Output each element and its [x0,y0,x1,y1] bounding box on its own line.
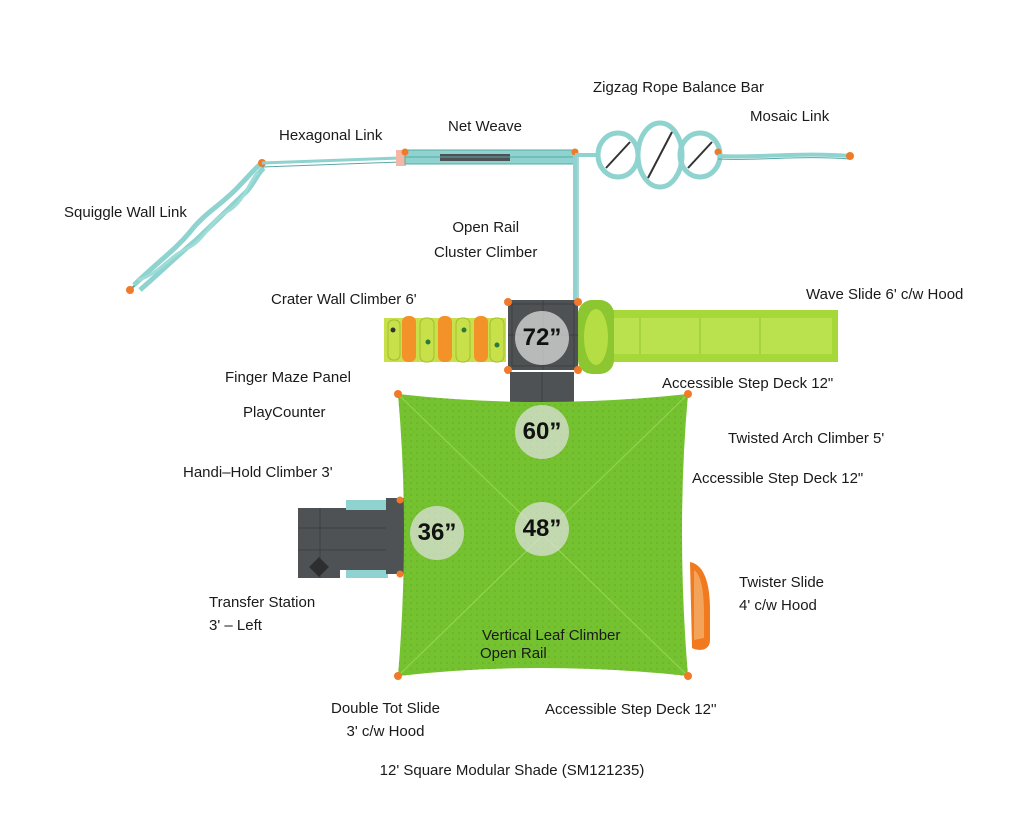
height-60-badge: 60” [515,405,569,459]
label-transfer-station-line2: 3' – Left [209,617,262,634]
label-accessible-step-deck-3: Accessible Step Deck 12'' [545,701,717,718]
label-twister-slide-line1: Twister Slide [739,574,825,591]
label-mosaic-link: Mosaic Link [750,108,830,125]
mosaic-link [717,152,854,160]
label-transfer-station-line1: Transfer Station [209,594,316,611]
net-weave [396,148,579,166]
hexagonal-link [261,155,404,168]
label-twister-slide-line2: 4' c/w Hood [739,597,817,614]
label-twisted-arch-climber: Twisted Arch Climber 5' [728,430,885,447]
label-playcounter: PlayCounter [243,404,326,421]
step-deck-connector [510,372,574,402]
label-zigzag-rope-balance-bar: Zigzag Rope Balance Bar [593,79,764,96]
label-double-tot-slide: Double Tot Slide 3' c/w Hood [331,700,440,741]
label-accessible-step-deck-2: Accessible Step Deck 12" [692,470,864,487]
label-crater-wall-climber: Crater Wall Climber 6' [271,291,417,308]
open-rail [573,155,579,305]
label-wave-slide: Wave Slide 6' c/w Hood [806,286,964,303]
label-hexagonal-link: Hexagonal Link [279,127,383,144]
crater-wall-climber [384,316,506,363]
label-twister-slide: Twister Slide 4' c/w Hood [739,574,824,615]
twister-slide [690,562,710,650]
label-double-tot-slide-line1: Double Tot Slide [331,700,440,717]
transfer-station [298,496,404,578]
label-double-tot-slide-line2: 3' c/w Hood [346,723,425,740]
label-transfer-station: Transfer Station 3' – Left [209,594,315,635]
label-open-rail: Open Rail [452,219,520,236]
label-cluster-climber: Cluster Climber [434,244,538,261]
label-handi-hold-climber: Handi–Hold Climber 3' [183,464,333,481]
label-vertical-leaf-climber: Vertical Leaf Climber Open Rail [480,627,621,663]
squiggle-wall-link [126,159,266,294]
label-open-rail-cluster-climber: Open Rail Cluster Climber [434,219,537,262]
label-vertical-leaf-climber-line1: Vertical Leaf Climber [482,627,621,644]
shade-caption: 12' Square Modular Shade (SM121235) [379,762,645,779]
wave-slide [578,300,838,374]
label-net-weave: Net Weave [448,118,522,135]
height-48-badge: 48” [515,502,569,556]
zigzag-rope-balance-bar [575,120,723,190]
height-72-badge: 72” [515,311,569,365]
label-finger-maze-panel: Finger Maze Panel [225,369,351,386]
label-accessible-step-deck-1: Accessible Step Deck 12" [662,375,834,392]
label-squiggle-wall-link: Squiggle Wall Link [64,204,187,221]
height-36-badge: 36” [410,506,464,560]
label-vertical-leaf-open-rail: Open Rail [480,645,547,662]
